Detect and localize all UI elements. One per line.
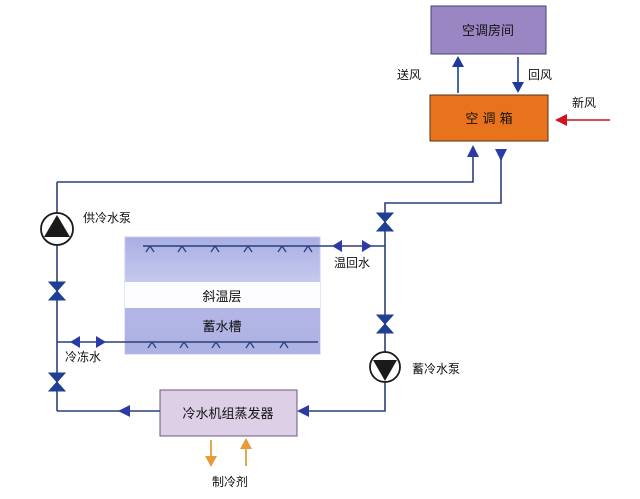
supply-air-label: 送风 xyxy=(397,67,421,82)
refrigerant-label: 制冷剂 xyxy=(212,474,248,489)
refrigerant-out-arrow xyxy=(205,456,217,467)
evaporator-box: 冷水机组蒸发器 xyxy=(159,389,298,437)
arrow-chilled-right xyxy=(96,336,106,348)
valve-left-lower xyxy=(47,372,67,383)
arrow-chilled-left xyxy=(70,336,80,348)
arrow-into-evaporator xyxy=(297,405,309,417)
ahu-label: 空 调 箱 xyxy=(465,111,512,127)
supply-pump-label: 供冷水泵 xyxy=(83,211,131,225)
return-air-label: 回风 xyxy=(528,68,552,82)
arrow-warm-right xyxy=(362,240,372,252)
storage-pump-icon xyxy=(369,351,401,383)
valves xyxy=(47,212,395,392)
valve-right-upper xyxy=(375,212,395,223)
return-air-arrow xyxy=(512,82,524,93)
thermocline-band xyxy=(125,282,320,308)
refrigerant-arrows xyxy=(205,438,252,467)
fresh-air-label: 新风 xyxy=(572,95,596,110)
flow-arrows xyxy=(70,145,507,417)
bottom-diffuser-nozzles xyxy=(147,341,289,349)
storage-label: 蓄水槽 xyxy=(202,320,241,335)
thermocline-label: 斜温层 xyxy=(202,290,241,305)
top-diffuser-nozzles xyxy=(145,245,313,253)
room-box: 空调房间 xyxy=(430,5,547,55)
valve-left-upper xyxy=(47,281,67,292)
arrow-left-from-evaporator xyxy=(118,405,130,417)
chilled-water-label: 冷冻水 xyxy=(65,349,101,364)
air-arrows xyxy=(452,56,610,126)
arrow-up-to-ahu xyxy=(467,145,479,157)
supply-pump-icon xyxy=(40,212,74,246)
room-label: 空调房间 xyxy=(462,23,514,39)
arrow-warm-left xyxy=(332,240,342,252)
storage-pump-label: 蓄冷水泵 xyxy=(412,362,460,376)
supply-air-arrow xyxy=(452,56,464,67)
ahu-box: 空 调 箱 xyxy=(429,94,549,142)
arrow-down-from-ahu xyxy=(495,149,507,161)
evaporator-label: 冷水机组蒸发器 xyxy=(182,406,273,422)
valve-right-lower xyxy=(375,314,395,325)
labels: 送风 回风 新风 供冷水泵 温回水 冷冻水 蓄冷水泵 制冷剂 xyxy=(65,67,596,489)
refrigerant-in-arrow xyxy=(240,438,252,449)
warm-return-label: 温回水 xyxy=(334,256,370,270)
fresh-air-arrow xyxy=(555,114,567,126)
